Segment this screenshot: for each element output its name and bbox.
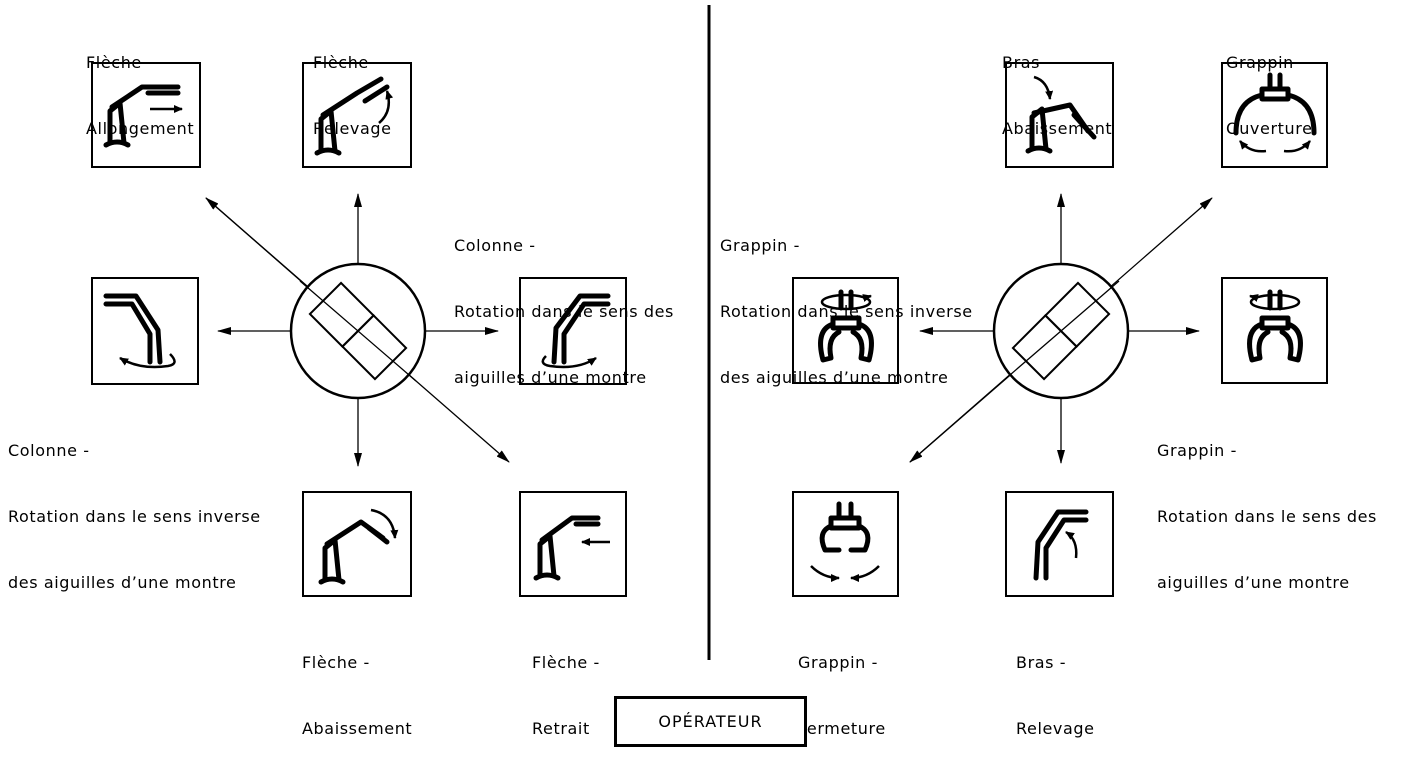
label-fleche-retrait: Flèche - Retrait bbox=[532, 608, 600, 762]
label-line: Bras - bbox=[1002, 53, 1053, 72]
right-joystick[interactable] bbox=[909, 193, 1213, 464]
label-colonne-antihoraire: Colonne - Rotation dans le sens inverse … bbox=[8, 396, 261, 616]
operator-label: OPÉRATEUR bbox=[658, 712, 763, 731]
label-line: Rotation dans le sens inverse bbox=[720, 302, 973, 321]
column-rotate-ccw-icon[interactable] bbox=[91, 277, 199, 385]
label-line: Ouverture bbox=[1226, 119, 1313, 138]
grapple-open-icon[interactable] bbox=[1221, 62, 1328, 168]
grapple-close-icon[interactable] bbox=[792, 491, 899, 597]
arm-raise-icon[interactable] bbox=[1005, 491, 1114, 597]
left-joystick[interactable] bbox=[205, 193, 510, 467]
label-line: Colonne - bbox=[8, 441, 90, 460]
boom-extend-icon[interactable] bbox=[91, 62, 201, 168]
label-line: Rotation dans le sens des bbox=[1157, 507, 1377, 526]
label-line: Rotation dans le sens des bbox=[454, 302, 674, 321]
label-colonne-horaire: Colonne - Rotation dans le sens des aigu… bbox=[454, 191, 674, 411]
boom-raise-icon[interactable] bbox=[302, 62, 412, 168]
label-grappin-fermeture: Grappin - Fermeture bbox=[798, 608, 886, 762]
label-line: Abaissement bbox=[1002, 119, 1113, 138]
label-line: Abaissement bbox=[302, 719, 413, 738]
label-fleche-allongement: Flèche - Allongement bbox=[86, 8, 194, 162]
label-line: Rotation dans le sens inverse bbox=[8, 507, 261, 526]
boom-retract-icon[interactable] bbox=[519, 491, 627, 597]
operator-box: OPÉRATEUR bbox=[614, 696, 807, 747]
label-line: Flèche - bbox=[532, 653, 600, 672]
label-line: Bras - bbox=[1016, 653, 1067, 672]
label-line: Flèche - bbox=[302, 653, 370, 672]
label-bras-abaissement: Bras - Abaissement bbox=[1002, 8, 1112, 162]
grapple-rotate-ccw-icon[interactable] bbox=[792, 277, 899, 384]
label-grappin-ouverture: Grappin - Ouverture bbox=[1226, 8, 1313, 162]
label-line: aiguilles d’une montre bbox=[454, 368, 647, 387]
label-fleche-abaissement: Flèche - Abaissement bbox=[302, 608, 412, 762]
grapple-rotate-cw-icon[interactable] bbox=[1221, 277, 1328, 384]
label-line: Fermeture bbox=[798, 719, 886, 738]
label-line: Grappin - bbox=[1157, 441, 1237, 460]
label-bras-relevage: Bras - Relevage bbox=[1016, 608, 1095, 762]
label-line: Flèche - bbox=[313, 53, 381, 72]
label-line: aiguilles d’une montre bbox=[1157, 573, 1350, 592]
label-line: Flèche - bbox=[86, 53, 154, 72]
label-line: des aiguilles d’une montre bbox=[8, 573, 237, 592]
arm-lower-icon[interactable] bbox=[1005, 62, 1114, 168]
label-line: des aiguilles d’une montre bbox=[720, 368, 949, 387]
label-line: Relevage bbox=[1016, 719, 1095, 738]
label-line: Retrait bbox=[532, 719, 590, 738]
label-grappin-antihoraire: Grappin - Rotation dans le sens inverse … bbox=[720, 191, 973, 411]
label-line: Grappin - bbox=[720, 236, 800, 255]
label-grappin-horaire: Grappin - Rotation dans le sens des aigu… bbox=[1157, 396, 1377, 616]
label-line: Grappin - bbox=[798, 653, 878, 672]
boom-lower-icon[interactable] bbox=[302, 491, 412, 597]
label-line: Colonne - bbox=[454, 236, 536, 255]
label-line: Grappin - bbox=[1226, 53, 1306, 72]
label-line: Relevage bbox=[313, 119, 392, 138]
column-rotate-cw-icon[interactable] bbox=[519, 277, 627, 385]
label-fleche-relevage: Flèche - Relevage bbox=[313, 8, 392, 162]
label-line: Allongement bbox=[86, 119, 195, 138]
